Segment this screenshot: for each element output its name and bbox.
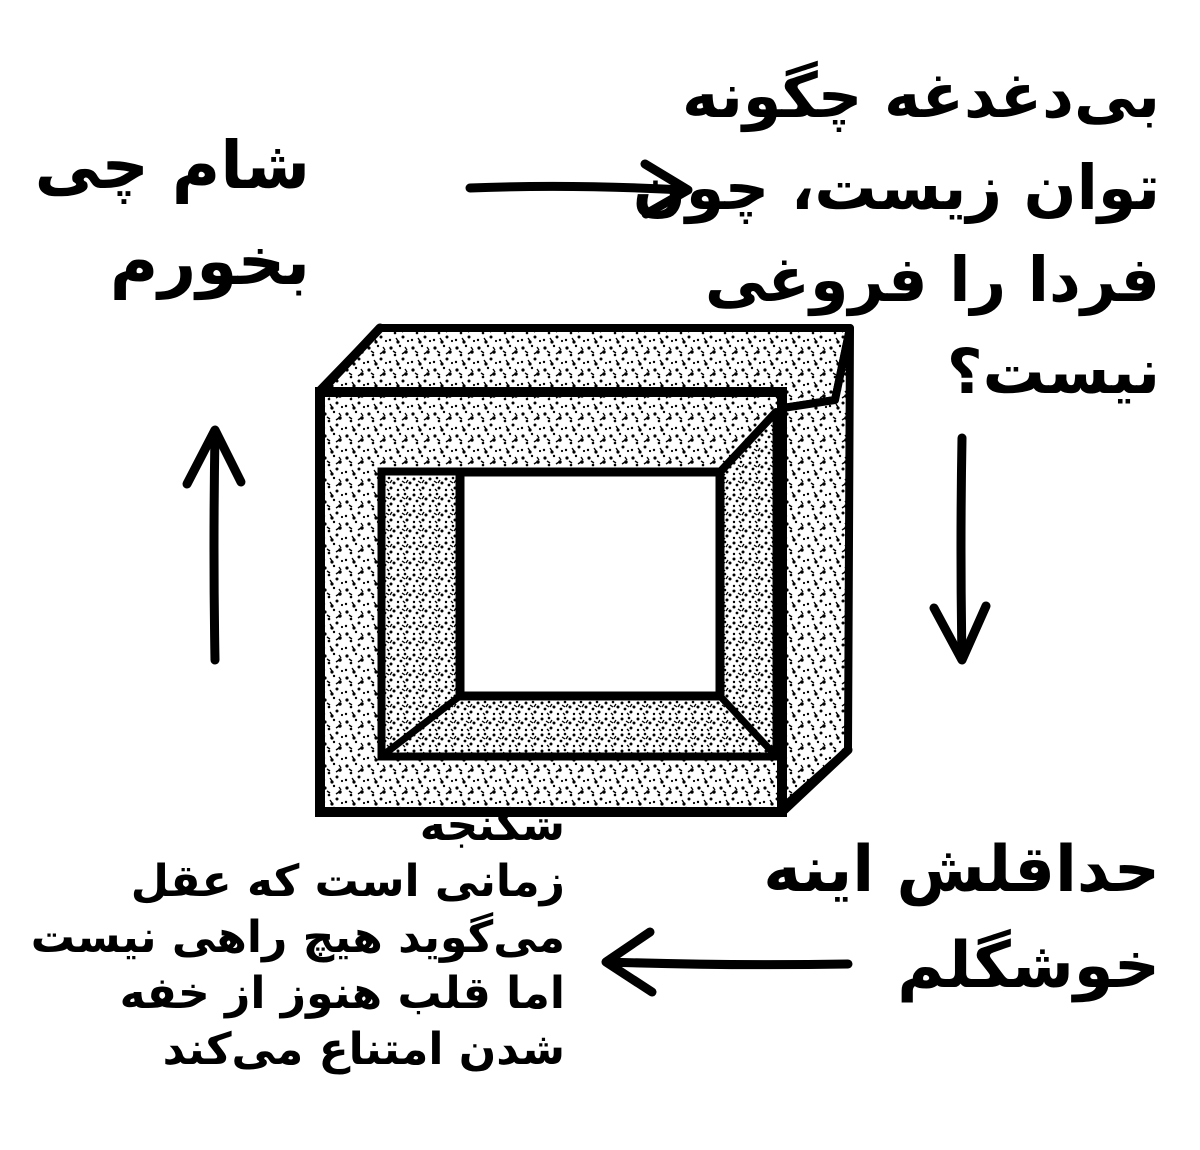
text-line: خوشگلم — [897, 929, 1160, 1003]
text-top-left: شام چی بخورم — [35, 118, 310, 310]
text-line: اما قلب هنوز از خفه — [119, 968, 565, 1019]
arrow-down-icon — [929, 433, 991, 665]
arrow-left-icon — [601, 927, 853, 997]
text-bottom-right: حداقلش اینه خوشگلم — [763, 822, 1160, 1014]
text-line: فردا را فروغی — [704, 243, 1160, 316]
text-bottom-left: بزرگ‌ترین شکنجه زمانی است که عقل می‌گوید… — [31, 742, 565, 1078]
impossible-frame-icon — [315, 323, 854, 817]
arrow-right-icon — [465, 159, 693, 219]
text-line: حداقلش اینه — [763, 833, 1160, 907]
text-line: توان زیست، چون — [632, 151, 1160, 224]
text-line: می‌گوید هیچ راهی نیست — [30, 912, 565, 963]
text-line: شدن امتناع می‌کند — [162, 1024, 565, 1075]
text-top-right: بی‌دغدغه چگونه توان زیست، چون فردا را فر… — [633, 50, 1160, 418]
text-line: نیست؟ — [946, 335, 1160, 408]
text-line: بخورم — [109, 223, 310, 300]
text-line: بی‌دغدغه چگونه — [681, 59, 1160, 132]
text-line: زمانی است که عقل — [130, 856, 565, 907]
arrow-up-icon — [182, 425, 246, 665]
text-line: شام چی — [34, 127, 310, 204]
